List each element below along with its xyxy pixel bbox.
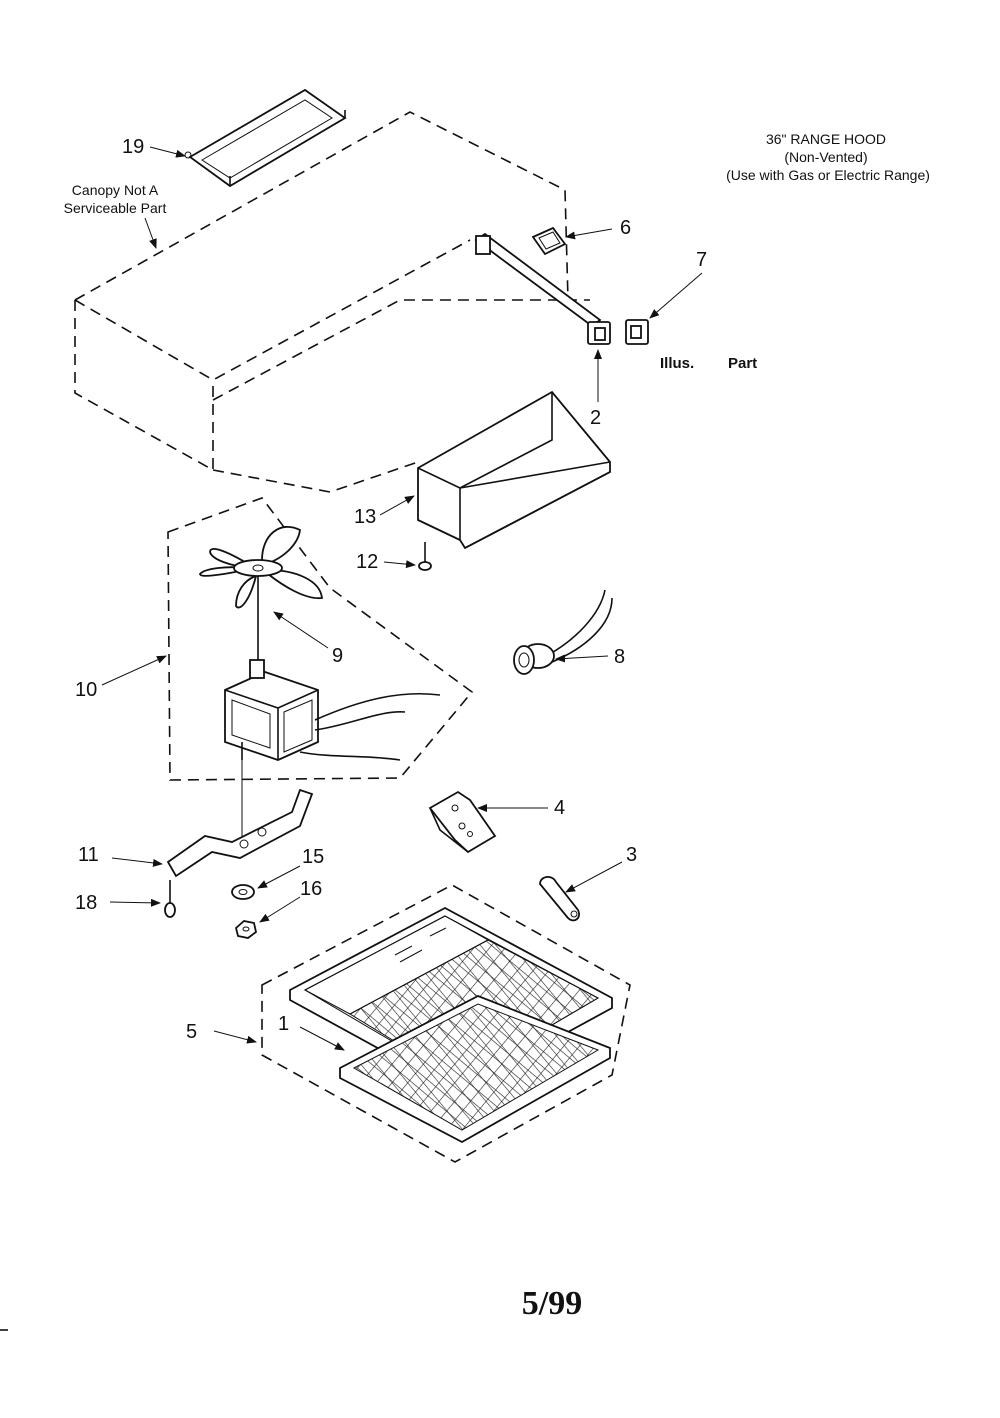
part-1-charcoal-filter (339, 995, 611, 1144)
revision-code: 5/99 (522, 1285, 582, 1322)
callout-16: 16 (300, 878, 322, 900)
part-2-switch (587, 321, 611, 345)
callout-3: 3 (626, 844, 637, 866)
part-3-clip (539, 876, 580, 922)
callout-9: 9 (332, 645, 343, 667)
callout-13: 13 (354, 506, 376, 528)
part-18-screw (164, 880, 176, 918)
part-12-screw (418, 542, 432, 571)
callout-15: 15 (302, 846, 324, 868)
diagram-usage-note: (Use with Gas or Electric Range) (726, 167, 930, 183)
part-4-socket-bracket (428, 790, 497, 854)
diagram-subtitle: (Non-Vented) (784, 149, 867, 165)
callout-6: 6 (620, 217, 631, 239)
part-10-blower-assembly-outline (167, 497, 474, 781)
callout-11: 11 (78, 844, 99, 866)
column-header-illus: Illus. (660, 355, 694, 372)
callout-8: 8 (614, 646, 625, 668)
blower-motor (224, 659, 441, 845)
part-11-motor-bracket (166, 788, 314, 878)
callout-10: 10 (75, 679, 97, 701)
canopy-note-line1: Canopy Not A (72, 182, 159, 198)
callout-1: 1 (278, 1013, 289, 1035)
part-9-fan-blade (199, 525, 323, 660)
callout-5: 5 (186, 1021, 197, 1043)
callout-12: 12 (356, 551, 378, 573)
column-header-part: Part (728, 355, 757, 372)
callout-4: 4 (554, 797, 565, 819)
canopy-outline (74, 111, 590, 493)
part-15-washer (231, 884, 255, 900)
callout-19: 19 (122, 136, 144, 158)
part-5-filter-assembly-outline (261, 884, 631, 1163)
part-7-switch (625, 319, 649, 345)
callout-7: 7 (696, 249, 707, 271)
diagram-title: 36" RANGE HOOD (766, 131, 886, 147)
callout-18: 18 (75, 892, 97, 914)
part-19-light-cover (184, 88, 347, 188)
switch-bracket (474, 232, 602, 328)
canopy-note-line2: Serviceable Part (64, 200, 167, 216)
part-13-lamp-housing (417, 390, 611, 550)
part-6-switch-label (531, 226, 567, 256)
part-16-nut (234, 920, 258, 939)
callout-2: 2 (590, 407, 601, 429)
part-8-lamp-socket (513, 589, 613, 675)
